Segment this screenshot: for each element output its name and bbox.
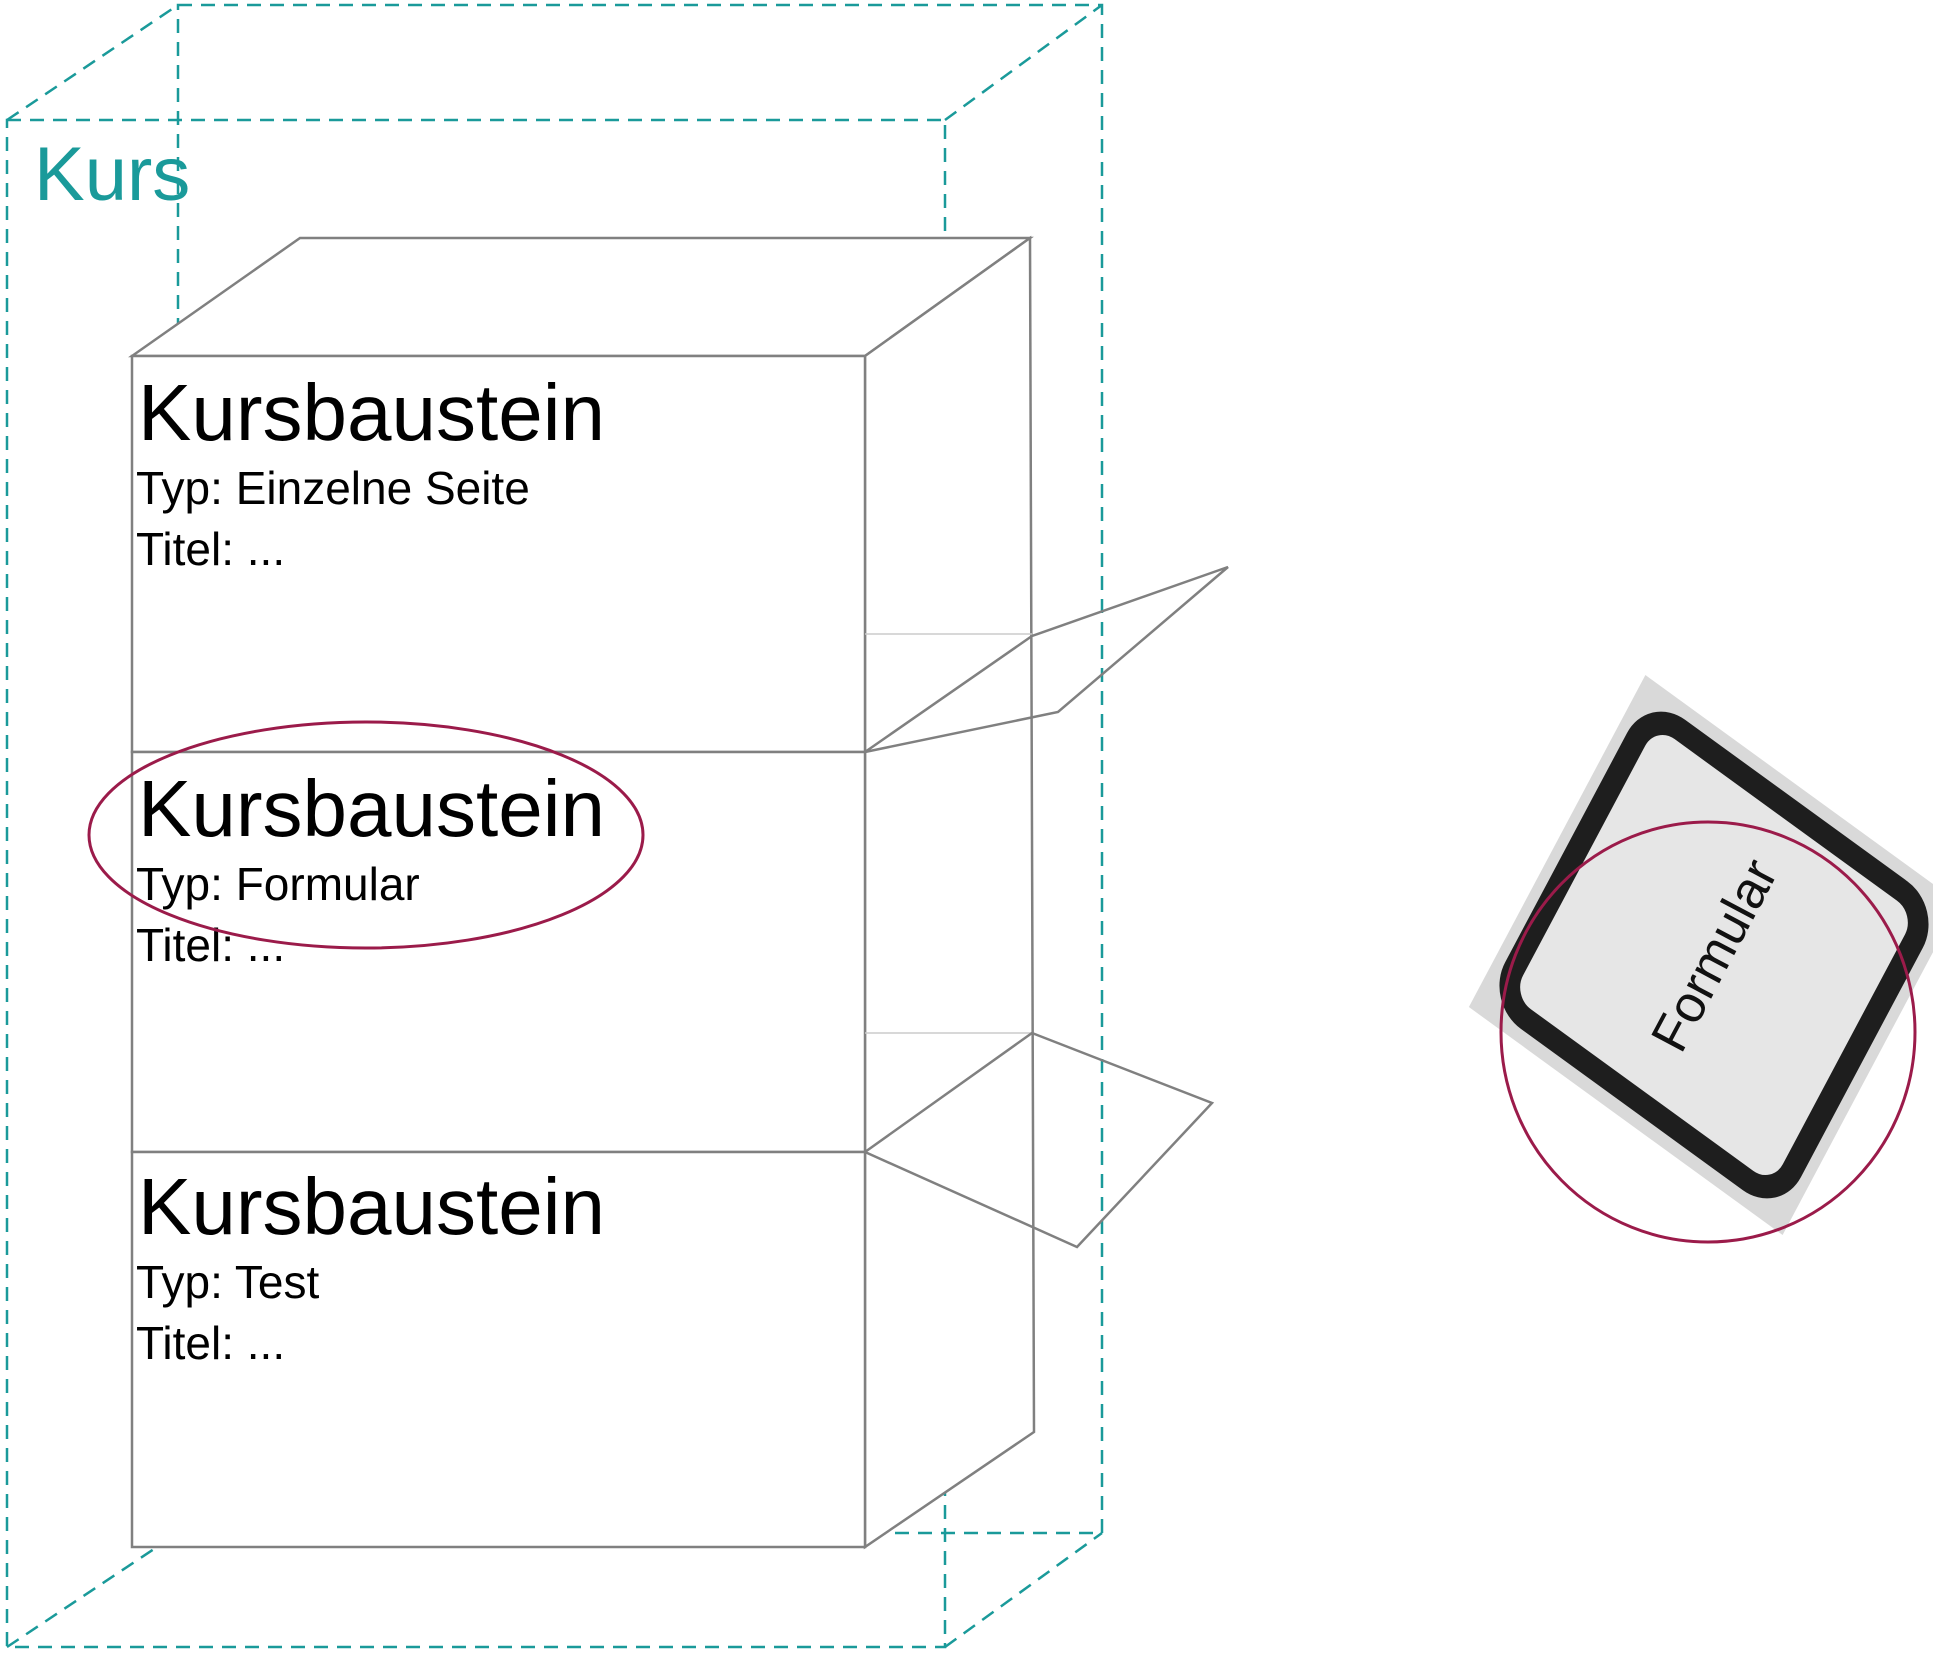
kurs-label: Kurs <box>34 132 190 217</box>
kursbaustein-block[interactable]: Kursbaustein Typ: Formular Titel: ... <box>130 750 867 1154</box>
form-card-icon <box>1499 711 1929 1199</box>
kursbaustein-block[interactable]: Kursbaustein Typ: Einzelne Seite Titel: … <box>130 354 867 754</box>
block-title: Kursbaustein <box>138 764 605 853</box>
block-title: Kursbaustein <box>138 1162 605 1251</box>
block-type: Typ: Test <box>136 1256 319 1308</box>
block-titel: Titel: ... <box>136 1317 285 1369</box>
open-flap <box>864 1031 1215 1249</box>
block-title: Kursbaustein <box>138 368 605 457</box>
block-type: Typ: Einzelne Seite <box>136 462 530 514</box>
formular-card[interactable]: Formular <box>1444 675 1933 1235</box>
highlight-ellipse <box>87 720 645 950</box>
block-titel: Titel: ... <box>136 919 285 971</box>
block-side-seams <box>865 633 1032 1034</box>
kursbaustein-block[interactable]: Kursbaustein Typ: Test Titel: ... <box>130 1150 867 1549</box>
block-titel: Titel: ... <box>136 523 285 575</box>
card-highlight-ellipse <box>1499 820 1917 1244</box>
block-type: Typ: Formular <box>136 858 420 910</box>
open-flap <box>864 565 1229 754</box>
